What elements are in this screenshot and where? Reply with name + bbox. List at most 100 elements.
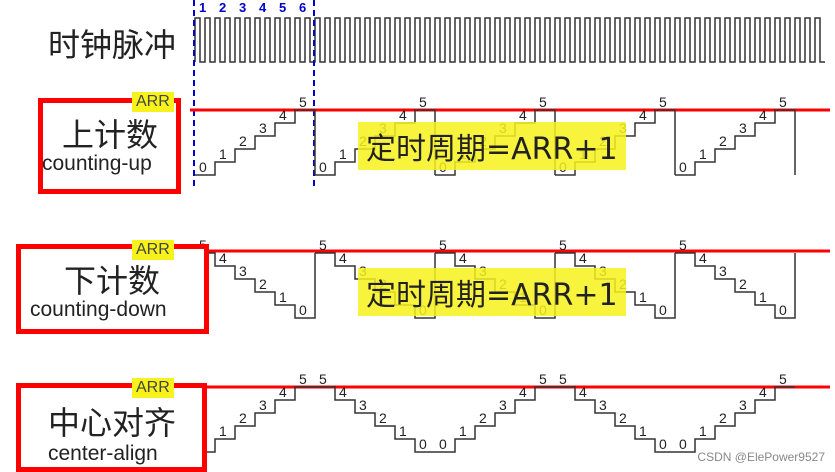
down-step-label: 1 bbox=[759, 289, 767, 305]
up-step-label: 1 bbox=[699, 146, 707, 162]
center-step-label: 0 bbox=[659, 436, 667, 452]
up-step-label: 5 bbox=[419, 94, 427, 110]
pulse-number-6: 6 bbox=[299, 0, 306, 15]
arr-tag-down: ARR bbox=[132, 240, 174, 260]
center-step-label: 0 bbox=[679, 436, 687, 452]
clock-pulse-title: 时钟脉冲 bbox=[48, 26, 177, 64]
center-step-label: 3 bbox=[599, 397, 607, 413]
center-align-box bbox=[16, 383, 207, 472]
down-step-label: 3 bbox=[239, 263, 247, 279]
center-step-label: 4 bbox=[579, 384, 587, 400]
up-step-label: 5 bbox=[659, 94, 667, 110]
center-step-label: 5 bbox=[559, 371, 567, 387]
center-step-label: 1 bbox=[399, 423, 407, 439]
up-step-label: 3 bbox=[739, 120, 747, 136]
center-cycle-2 bbox=[435, 386, 555, 453]
center-step-label: 2 bbox=[239, 410, 247, 426]
center-cycle-3 bbox=[555, 386, 675, 453]
center-cycle-0 bbox=[195, 386, 315, 453]
up-step-label: 5 bbox=[779, 94, 787, 110]
center-step-label: 4 bbox=[279, 384, 287, 400]
counting-up-zh-label: 上计数 bbox=[62, 116, 159, 154]
up-step-label: 2 bbox=[239, 133, 247, 149]
down-step-label: 0 bbox=[299, 302, 307, 318]
center-step-label: 1 bbox=[219, 423, 227, 439]
period-note-down: 定时周期=ARR+1 bbox=[358, 268, 626, 316]
down-step-label: 5 bbox=[679, 237, 687, 253]
up-cycle-4 bbox=[675, 109, 796, 176]
center-step-label: 3 bbox=[739, 397, 747, 413]
center-step-label: 0 bbox=[419, 436, 427, 452]
pulse-number-3: 3 bbox=[239, 0, 246, 15]
down-step-label: 4 bbox=[579, 250, 587, 266]
center-step-label: 3 bbox=[259, 397, 267, 413]
down-step-label: 2 bbox=[259, 276, 267, 292]
counting-down-box bbox=[16, 244, 209, 334]
up-step-label: 4 bbox=[279, 107, 287, 123]
down-step-label: 4 bbox=[699, 250, 707, 266]
down-step-label: 2 bbox=[739, 276, 747, 292]
center-step-label: 2 bbox=[719, 410, 727, 426]
up-step-label: 1 bbox=[219, 146, 227, 162]
up-step-label: 3 bbox=[259, 120, 267, 136]
down-step-label: 1 bbox=[639, 289, 647, 305]
down-cycle-0 bbox=[195, 252, 316, 319]
arr-tag-center: ARR bbox=[132, 378, 174, 398]
clock-pulse-wave bbox=[194, 17, 825, 63]
up-step-label: 0 bbox=[319, 159, 327, 175]
down-step-label: 5 bbox=[439, 237, 447, 253]
down-step-label: 3 bbox=[719, 263, 727, 279]
down-step-label: 0 bbox=[659, 302, 667, 318]
down-step-label: 4 bbox=[219, 250, 227, 266]
up-step-label: 5 bbox=[299, 94, 307, 110]
up-step-label: 4 bbox=[759, 107, 767, 123]
down-cycle-4 bbox=[675, 252, 796, 319]
up-step-label: 5 bbox=[539, 94, 547, 110]
center-step-label: 5 bbox=[779, 371, 787, 387]
center-step-label: 5 bbox=[299, 371, 307, 387]
up-step-label: 4 bbox=[639, 107, 647, 123]
down-step-label: 0 bbox=[779, 302, 787, 318]
counting-up-en-label: counting-up bbox=[42, 152, 152, 175]
up-cycle-0 bbox=[195, 109, 316, 176]
counting-down-zh-label: 下计数 bbox=[64, 262, 161, 300]
down-step-label: 5 bbox=[319, 237, 327, 253]
arr-tag-up: ARR bbox=[132, 92, 174, 112]
center-step-label: 0 bbox=[439, 436, 447, 452]
center-step-label: 4 bbox=[339, 384, 347, 400]
center-cycle-1 bbox=[315, 386, 435, 453]
center-step-label: 4 bbox=[519, 384, 527, 400]
pulse-number-5: 5 bbox=[279, 0, 286, 15]
center-step-label: 1 bbox=[639, 423, 647, 439]
down-step-label: 1 bbox=[279, 289, 287, 305]
pulse-number-4: 4 bbox=[259, 0, 267, 15]
center-step-label: 2 bbox=[379, 410, 387, 426]
down-step-label: 5 bbox=[559, 237, 567, 253]
center-step-label: 5 bbox=[319, 371, 327, 387]
up-step-label: 0 bbox=[199, 159, 207, 175]
center-step-label: 5 bbox=[539, 371, 547, 387]
center-step-label: 3 bbox=[359, 397, 367, 413]
up-step-label: 1 bbox=[339, 146, 347, 162]
watermark: CSDN @ElePower9527 bbox=[697, 450, 825, 464]
up-step-label: 4 bbox=[519, 107, 527, 123]
up-step-label: 2 bbox=[719, 133, 727, 149]
center-step-label: 2 bbox=[619, 410, 627, 426]
down-step-label: 4 bbox=[339, 250, 347, 266]
period-note-up: 定时周期=ARR+1 bbox=[358, 122, 626, 170]
center-step-label: 3 bbox=[499, 397, 507, 413]
pulse-number-1: 1 bbox=[199, 0, 206, 15]
up-step-label: 4 bbox=[399, 107, 407, 123]
center-step-label: 1 bbox=[459, 423, 467, 439]
center-cycle-4 bbox=[675, 386, 795, 453]
center-align-en-label: center-align bbox=[48, 442, 158, 465]
down-step-label: 4 bbox=[459, 250, 467, 266]
center-step-label: 2 bbox=[479, 410, 487, 426]
center-align-zh-label: 中心对齐 bbox=[48, 404, 177, 442]
counting-down-en-label: counting-down bbox=[30, 298, 167, 321]
up-step-label: 0 bbox=[679, 159, 687, 175]
pulse-number-2: 2 bbox=[219, 0, 226, 15]
counting-up-box bbox=[38, 98, 181, 194]
center-step-label: 1 bbox=[699, 423, 707, 439]
